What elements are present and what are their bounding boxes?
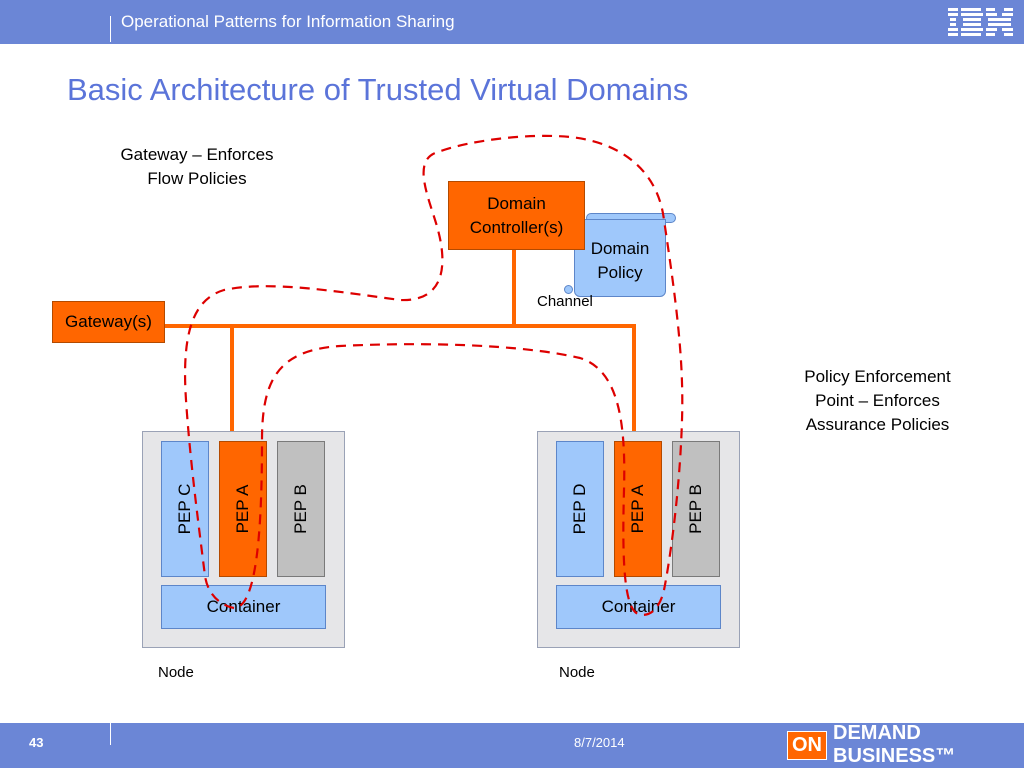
node-1-pep-a: PEP A bbox=[219, 441, 267, 577]
footer-date: 8/7/2014 bbox=[574, 735, 625, 750]
node-2-pep-a: PEP A bbox=[614, 441, 662, 577]
domain-policy: Domain Policy bbox=[574, 219, 666, 297]
node-1-pep-b: PEP B bbox=[277, 441, 325, 577]
slide-title: Basic Architecture of Trusted Virtual Do… bbox=[67, 72, 689, 107]
node-2-label: Node bbox=[559, 664, 595, 681]
dashed-boundary-path bbox=[183, 134, 684, 616]
node-2: PEP D PEP A PEP B Container bbox=[537, 431, 740, 648]
domain-controller: Domain Controller(s) bbox=[448, 181, 585, 250]
header-title: Operational Patterns for Information Sha… bbox=[121, 12, 455, 31]
domain-policy-scroll-curl bbox=[564, 285, 573, 294]
page-number: 43 bbox=[29, 735, 44, 750]
node-2-pep-d: PEP D bbox=[556, 441, 604, 577]
header-divider bbox=[110, 16, 111, 42]
node-1-label: Node bbox=[158, 664, 194, 681]
gateway-note: Gateway – Enforces Flow Policies bbox=[120, 145, 274, 188]
node-1: PEP C PEP A PEP B Container bbox=[142, 431, 345, 648]
slide-footer: 43 8/7/2014 ON DEMAND BUSINESS™ bbox=[0, 722, 1024, 768]
footer-divider bbox=[110, 723, 111, 745]
pep-note: Policy Enforcement Point – Enforces Assu… bbox=[804, 367, 951, 434]
channel-label: Channel bbox=[537, 293, 593, 310]
node-2-container: Container bbox=[556, 585, 721, 629]
node-1-container: Container bbox=[161, 585, 326, 629]
on-demand-on: ON bbox=[787, 730, 827, 760]
on-demand-business-logo: ON DEMAND BUSINESS™ bbox=[787, 722, 1024, 767]
on-demand-rest: DEMAND BUSINESS™ bbox=[833, 722, 956, 767]
ibm-logo bbox=[946, 4, 1016, 43]
node-1-pep-c: PEP C bbox=[161, 441, 209, 577]
slide-header: Operational Patterns for Information Sha… bbox=[0, 0, 1024, 44]
gateway-box: Gateway(s) bbox=[52, 301, 165, 343]
